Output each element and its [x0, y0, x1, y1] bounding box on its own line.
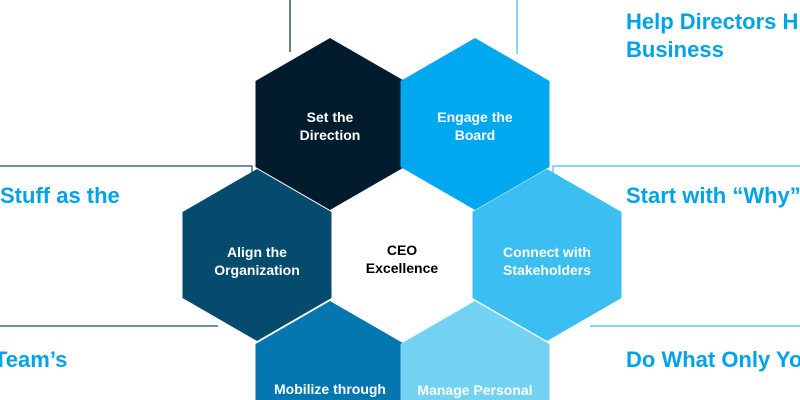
hexagon-center [327, 169, 477, 341]
hex-label-line: Engage the [437, 109, 513, 125]
hex-label-direction: Set the Direction [260, 108, 400, 144]
hex-label-personal: Manage Personal [405, 382, 545, 399]
hex-label-line: Board [454, 127, 496, 143]
hex-label-line: Set the [306, 109, 354, 125]
hex-label-line: Direction [299, 127, 361, 143]
hex-label-line: CEO [386, 242, 418, 258]
hexagon-mobilize [255, 301, 405, 400]
hex-label-stakeholders: Connect with Stakeholders [477, 243, 617, 279]
connector-lines [0, 0, 800, 327]
hexagon-direction [255, 38, 405, 210]
connector-line-right-middle [552, 165, 800, 174]
hexagon-stakeholders [472, 169, 622, 341]
hex-label-organization: Align the Organization [187, 243, 327, 279]
hex-label-board: Engage the Board [405, 108, 545, 144]
side-text-right-top-line1: Help Directors H [626, 9, 799, 34]
hexagon-personal [400, 301, 550, 400]
side-text-right-bottom: Do What Only Yo [626, 347, 800, 372]
hex-label-line: Organization [214, 262, 300, 278]
side-text-right-top-line2: Business [626, 37, 724, 62]
hex-label-line: Manage Personal [417, 382, 533, 398]
hex-label-mobilize: Mobilize through [260, 381, 400, 398]
side-text-right-top: Help Directors H Business [626, 8, 798, 64]
side-text-left-middle: Stuff as the [0, 183, 120, 208]
hexagon-board [400, 38, 550, 210]
hex-label-line: Connect with [503, 244, 591, 260]
connector-line-left-middle [0, 165, 253, 174]
hex-label-line: Align the [227, 244, 287, 260]
side-text-right-middle: Start with “Why” [626, 183, 800, 208]
hex-label-center: CEO Excellence [332, 241, 472, 277]
hex-label-line: Mobilize through [274, 381, 386, 397]
hexagon-organization [182, 169, 332, 341]
hex-label-line: Stakeholders [503, 262, 591, 278]
hex-label-line: Excellence [365, 260, 439, 276]
side-text-left-bottom: Team’s [0, 347, 68, 372]
